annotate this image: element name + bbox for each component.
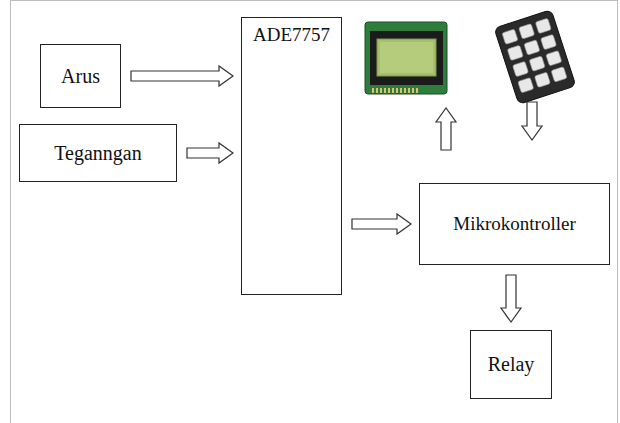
lcd-arrow	[436, 108, 456, 150]
block-arrow	[352, 214, 411, 234]
block-label: Teganngan	[54, 142, 141, 165]
block-label: Arus	[61, 65, 100, 88]
controller-box: Mikrokontroller	[419, 183, 610, 265]
block-arrow	[131, 66, 233, 86]
input-box: Teganngan	[19, 124, 177, 182]
keypad-arrow	[522, 102, 542, 140]
block-label: ADE7757	[253, 24, 330, 46]
frame	[11, 1, 618, 423]
block-label: Relay	[488, 353, 535, 376]
input-box: Arus	[40, 44, 121, 108]
block-arrow	[187, 143, 233, 163]
chip-box: ADE7757	[241, 17, 342, 295]
keypad	[494, 10, 576, 105]
block-arrow	[501, 275, 521, 322]
block-label: Mikrokontroller	[453, 213, 575, 235]
output-box: Relay	[470, 330, 552, 399]
lcd-module	[365, 22, 447, 94]
